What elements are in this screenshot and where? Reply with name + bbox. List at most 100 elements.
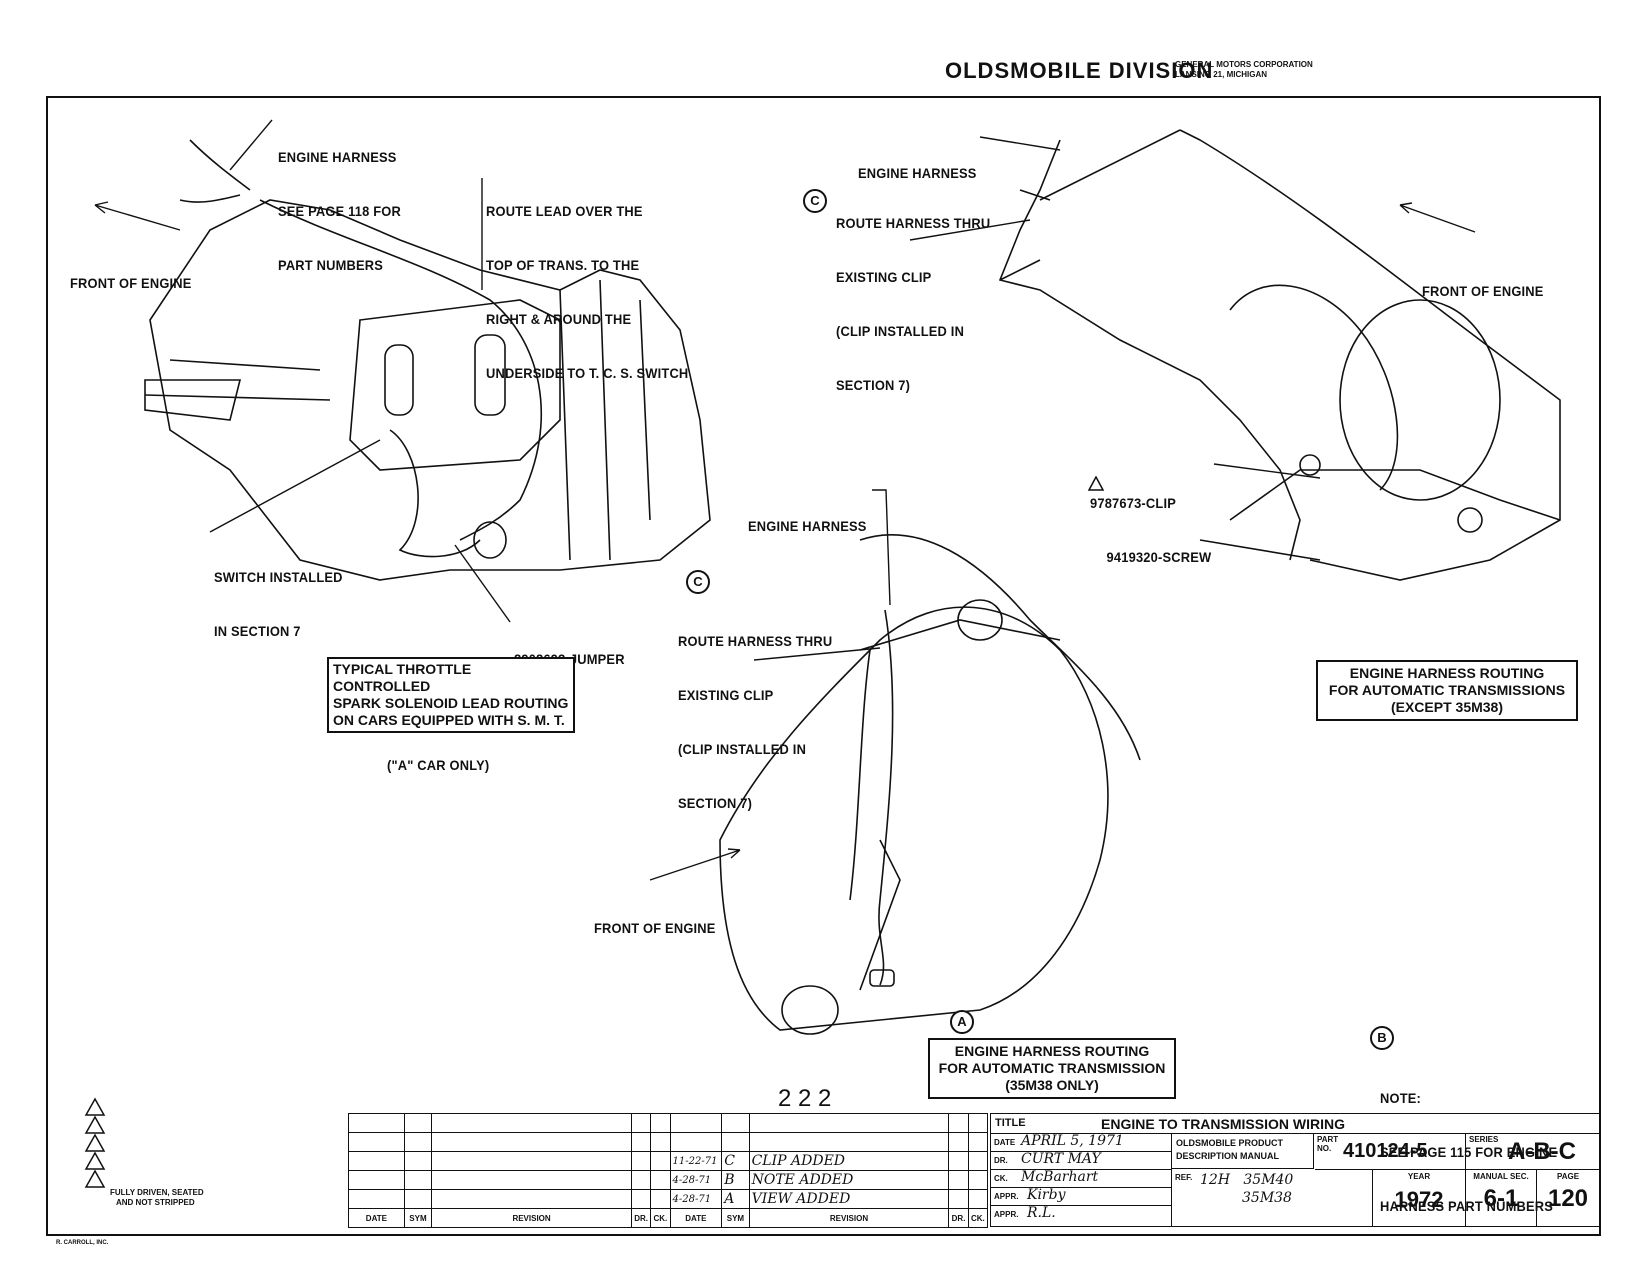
hdr-dr: DR. [630, 1208, 652, 1228]
ref-line-1: 12H 35M40 [1200, 1172, 1294, 1188]
page-value: 120 [1547, 1185, 1589, 1212]
leader-jumper [454, 544, 511, 623]
hdr-ck: CK. [650, 1208, 671, 1228]
arrow-front-center [649, 848, 741, 881]
hdr-sym-2: SYM [721, 1208, 750, 1228]
legend-text: FULLY DRIVEN, SEATED AND NOT STRIPPED [110, 1188, 204, 1208]
revision-row: 4-28-71 A VIEW ADDED [348, 1189, 989, 1209]
center-route-line-1: ROUTE HARNESS THRU [678, 633, 833, 649]
approved-by-1: Kirby [1027, 1187, 1066, 1203]
ref-line-2: 35M38 [1242, 1190, 1292, 1206]
label-front-of-engine-right: FRONT OF ENGINE [1422, 246, 1544, 318]
label-front-of-engine-center: FRONT OF ENGINE [594, 883, 716, 955]
leader-center-route [753, 647, 881, 661]
left-harness-line-1: ENGINE HARNESS [278, 149, 397, 165]
manual-cell: OLDSMOBILE PRODUCT DESCRIPTION MANUAL [1172, 1133, 1314, 1169]
ref-label: REF. [1175, 1173, 1193, 1182]
revision-row: 4-28-71 B NOTE ADDED [348, 1170, 989, 1190]
center-connector [869, 969, 895, 987]
label-center-route: ROUTE HARNESS THRU EXISTING CLIP (CLIP I… [678, 596, 832, 830]
route-lead-line-4: UNDERSIDE TO T. C. S. SWITCH [486, 365, 689, 381]
label-center-engine-harness: ENGINE HARNESS [748, 481, 867, 553]
leader-clip [1213, 463, 1321, 479]
route-lead-line-3: RIGHT & AROUND THE [486, 311, 632, 327]
hdr-revision-2: REVISION [748, 1208, 950, 1228]
caption-center-line-3: (35M38 ONLY) [1005, 1077, 1099, 1093]
page-label: PAGE [1556, 1172, 1580, 1181]
route-lead-line-2: TOP OF TRANS. TO THE [486, 257, 640, 273]
center-bellhousing [781, 985, 839, 1035]
right-trans-bell [1339, 299, 1501, 501]
leader-right-harness [979, 136, 1061, 151]
label-right-engine-harness: ENGINE HARNESS [858, 128, 977, 200]
revision-row: 11-22-71 C CLIP ADDED [348, 1151, 989, 1171]
leader-center-harness [872, 489, 891, 606]
circle-c-center: C [686, 570, 710, 594]
drawing-frame [46, 96, 1601, 1236]
corp-line-1: GENERAL MOTORS CORPORATION [1175, 60, 1313, 69]
caption-left-line-1: TYPICAL THROTTLE CONTROLLED [333, 661, 472, 694]
caption-center-line-1: ENGINE HARNESS ROUTING [954, 1043, 1150, 1059]
left-harness [179, 139, 251, 203]
circle-c-right: C [803, 189, 827, 213]
hdr-date-2: DATE [669, 1208, 723, 1228]
footer-printer: R. CARROLL, INC. [56, 1240, 109, 1246]
title-block: TITLE ENGINE TO TRANSMISSION WIRING DATE… [990, 1113, 1600, 1227]
revision-row [348, 1113, 989, 1133]
route-lead-line-1: ROUTE LEAD OVER THE [486, 203, 643, 219]
switch-line-1: SWITCH INSTALLED [214, 569, 343, 585]
right-harness [998, 139, 1301, 561]
center-trans-outline [719, 606, 1109, 1031]
rev-c-date: 11-22-71 [669, 1151, 723, 1171]
front-of-engine-right-text: FRONT OF ENGINE [1422, 283, 1544, 299]
label-right-route: ROUTE HARNESS THRU EXISTING CLIP (CLIP I… [836, 178, 990, 412]
switch-line-2: IN SECTION 7 [214, 623, 301, 639]
left-harness-line-3: PART NUMBERS [278, 257, 384, 273]
manual-sec-value: 6-1 [1483, 1185, 1519, 1212]
center-cooler-fitting [957, 599, 1003, 641]
right-route-line-1: ROUTE HARNESS THRU [836, 215, 991, 231]
leader-right-route [909, 219, 1031, 241]
center-wire-2 [849, 649, 871, 901]
caption-left-line-2: SPARK SOLENOID LEAD ROUTING [333, 695, 569, 711]
caption-left-view: TYPICAL THROTTLE CONTROLLED SPARK SOLENO… [327, 657, 575, 733]
hdr-sym: SYM [403, 1208, 433, 1228]
year-value: 1972 [1394, 1187, 1444, 1212]
label-clip-screw: 9787673-CLIP 9419320-SCREW [1090, 458, 1211, 584]
manual-sec-label: MANUAL SEC. [1473, 1172, 1529, 1181]
drawing-title: ENGINE TO TRANSMISSION WIRING [1101, 1116, 1345, 1132]
corp-line-2: LANSING 21, MICHIGAN [1175, 70, 1268, 79]
hdr-ck-2: CK. [967, 1208, 989, 1228]
label-route-lead: ROUTE LEAD OVER THE TOP OF TRANS. TO THE… [486, 166, 688, 400]
rev-c-sym: C [721, 1151, 750, 1171]
page-cell: PAGE 120 [1537, 1170, 1599, 1226]
left-bracket [144, 379, 242, 421]
division-header: OLDSMOBILE DIVISION [945, 58, 1213, 84]
part-number: 410124-5 [1343, 1140, 1428, 1162]
arrow-front-right [1399, 202, 1476, 233]
ck-label: CK. [994, 1174, 1008, 1183]
left-trans-body [149, 199, 711, 581]
right-harness-2 [999, 189, 1051, 281]
rev-b-date: 4-28-71 [669, 1170, 723, 1190]
right-clip-bolt [1299, 454, 1321, 476]
series-label: SERIES [1469, 1135, 1499, 1144]
appr-label-2: APPR. [994, 1210, 1019, 1219]
series-value: A-B-C [1508, 1138, 1576, 1165]
right-harness-text: ENGINE HARNESS [858, 165, 977, 181]
left-jumper-wire [389, 429, 481, 558]
note-line-1: NOTE: [1380, 1090, 1421, 1106]
hdr-dr-2: DR. [948, 1208, 969, 1228]
manual-line-1: OLDSMOBILE PRODUCT [1176, 1138, 1283, 1148]
label-front-of-engine-left: FRONT OF ENGINE [70, 238, 192, 310]
right-plug [1457, 507, 1483, 533]
circle-a: A [950, 1010, 974, 1034]
left-bracket-2 [144, 359, 331, 401]
center-pipe [859, 619, 1061, 991]
center-route-line-4: SECTION 7) [678, 795, 753, 811]
rev-c-text: CLIP ADDED [748, 1151, 950, 1171]
right-route-line-3: (CLIP INSTALLED IN [836, 323, 965, 339]
signature-column: DATE APRIL 5, 1971 DR. CURT MAY CK. McBa… [991, 1133, 1172, 1226]
left-solenoid-2 [474, 334, 506, 416]
manual-sec-cell: MANUAL SEC. 6-1 [1466, 1170, 1537, 1226]
